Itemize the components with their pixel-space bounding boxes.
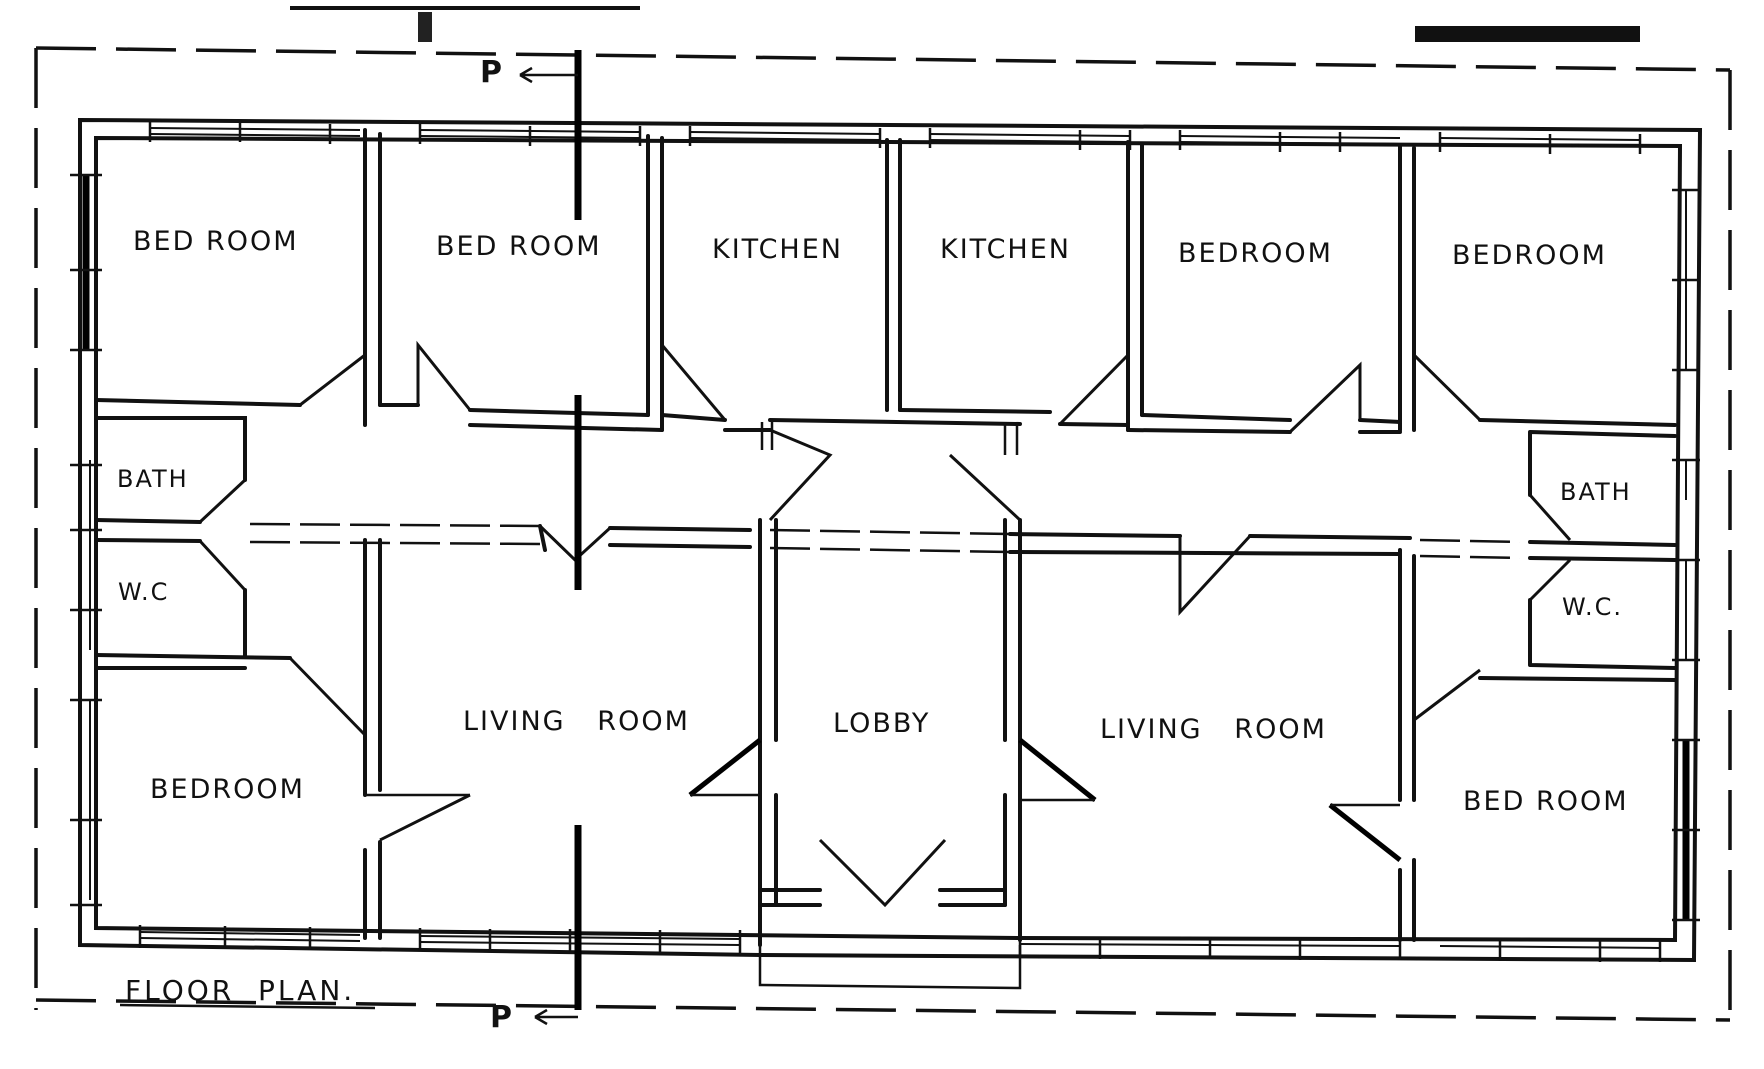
label-bedroom-top-3: BEDROOM [1178, 238, 1333, 269]
label-living-right: LIVING ROOM [1100, 714, 1327, 745]
label-bath-left: BATH [117, 465, 189, 493]
interior-walls [94, 128, 1677, 990]
doors [198, 340, 1572, 908]
label-living-left: LIVING ROOM [463, 706, 690, 737]
label-bedroom-bottom-left: BEDROOM [150, 774, 305, 805]
label-wc-left: W.C [118, 578, 169, 606]
room-labels: BED ROOM BED ROOM KITCHEN KITCHEN BEDROO… [117, 55, 1632, 1035]
label-bedroom-top-2: BED ROOM [436, 231, 602, 262]
label-kitchen-2: KITCHEN [940, 234, 1071, 265]
label-bedroom-top-1: BED ROOM [133, 226, 299, 257]
plan-title: FLOOR PLAN. [125, 974, 355, 1007]
site-boundary [34, 46, 1732, 1025]
label-lobby: LOBBY [833, 708, 930, 739]
section-line [519, 50, 582, 1026]
label-bath-right: BATH [1560, 478, 1632, 506]
label-wc-right: W.C. [1562, 593, 1623, 621]
label-bedroom-top-4: BEDROOM [1452, 240, 1607, 271]
section-marker-top: P [480, 55, 504, 90]
label-kitchen-1: KITCHEN [712, 234, 843, 265]
scan-artifacts [290, 6, 1640, 42]
section-marker-bottom: P [490, 1000, 514, 1035]
label-bedroom-bottom-right: BED ROOM [1463, 786, 1629, 817]
